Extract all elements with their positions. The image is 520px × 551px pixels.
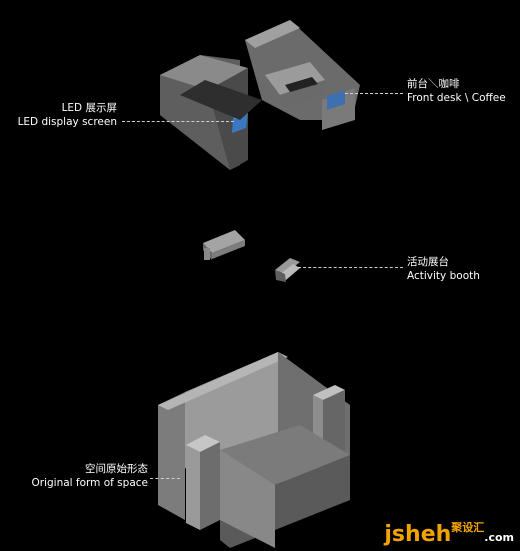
led-screen-label: LED 展示屏 LED display screen xyxy=(18,101,117,129)
activity-booth-module xyxy=(203,230,300,282)
front-desk-label-en: Front desk \ Coffee xyxy=(407,92,506,104)
led-screen-label-en: LED display screen xyxy=(17,116,117,128)
activity-booth-label: 活动展台 Activity booth xyxy=(407,255,480,283)
watermark-tld: .com xyxy=(484,531,514,544)
activity-booth-label-cn: 活动展台 xyxy=(407,256,449,268)
activity-booth-label-en: Activity booth xyxy=(407,270,480,282)
watermark-cn: 聚设汇 xyxy=(451,521,485,534)
original-space-label-en: Original form of space xyxy=(31,477,148,489)
led-screen-leader xyxy=(122,121,234,122)
front-desk-module xyxy=(160,20,360,170)
site-watermark: jsheh聚设汇.com xyxy=(384,521,514,547)
activity-booth-leader xyxy=(298,267,403,268)
original-space-leader xyxy=(150,478,180,479)
watermark-brand: jsheh xyxy=(384,522,452,547)
original-space-label: 空间原始形态 Original form of space xyxy=(31,462,148,490)
front-desk-label: 前台＼咖啡 Front desk \ Coffee xyxy=(407,77,506,105)
original-space-label-cn: 空间原始形态 xyxy=(85,463,148,475)
original-space-shell xyxy=(158,352,350,548)
front-desk-leader xyxy=(345,93,403,94)
led-screen-label-cn: LED 展示屏 xyxy=(61,102,117,114)
front-desk-label-cn: 前台＼咖啡 xyxy=(407,78,460,90)
